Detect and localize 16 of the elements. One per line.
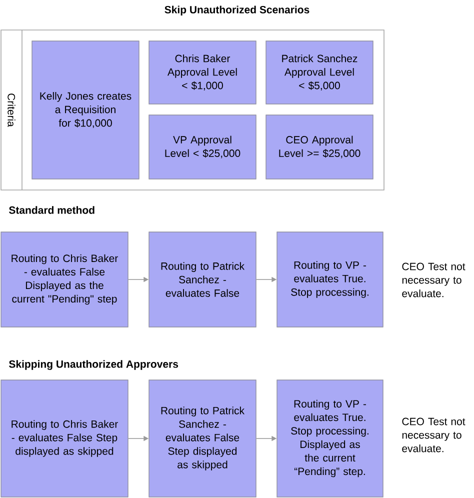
process-box: Routing to VP - evaluates True. Stop processing. [276, 232, 384, 328]
process-box: Routing to VP - evaluates True. Stop processing. Displayed as the current “Pending” step. [276, 380, 384, 498]
process-box: Routing to Patrick Sanchez - evaluates False Step displayed as skipped [148, 380, 256, 498]
heading: Skip Unauthorized Scenarios [164, 6, 310, 16]
process-box: Routing to Chris Baker - evaluates False Displayed as the current "Pending" step [0, 232, 128, 328]
process-box: VP Approval Level < $25,000 [148, 114, 256, 180]
process-box: Patrick Sanchez Approval Level < $5,000 [266, 40, 374, 104]
process-box: Routing to Chris Baker - evaluates False Step displayed as skipped [0, 380, 128, 498]
process-box: Routing to Patrick Sanchez - evaluates False [148, 232, 256, 328]
section-heading: Standard method [9, 206, 94, 214]
process-box: Chris Baker Approval Level < $1,000 [148, 40, 256, 104]
process-box: Kelly Jones creates a Requisition for $10,000 [32, 40, 140, 180]
note: CEO Test not necessary to evaluate. [402, 418, 466, 452]
note: CEO Test not necessary to evaluate. [402, 262, 466, 298]
process-box: CEO Approval Level >= $25,000 [266, 114, 374, 180]
section-heading: Skipping Unauthorized Approvers [9, 360, 178, 370]
